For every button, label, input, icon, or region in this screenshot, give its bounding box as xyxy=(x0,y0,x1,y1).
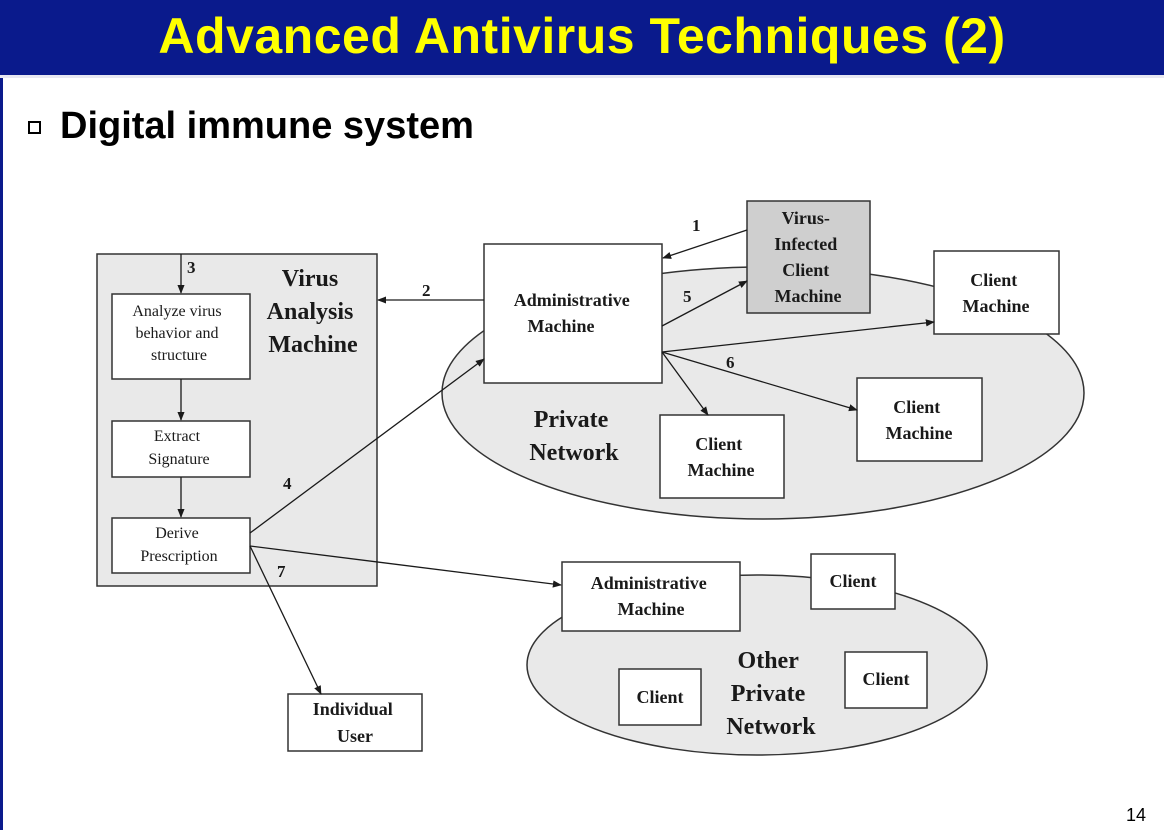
client-machine-label-3: Client Machine xyxy=(688,434,755,480)
arrow-step-6-client-3 xyxy=(661,351,709,416)
other-client-label-1: Client xyxy=(830,571,877,591)
other-client-box-1 xyxy=(810,553,896,610)
other-client-label-2: Client xyxy=(863,669,910,689)
bullet-heading: Digital immune system xyxy=(60,105,474,147)
administrative-machine-box xyxy=(483,243,663,384)
step-label-1: 1 xyxy=(692,216,701,235)
step-label-4: 4 xyxy=(283,474,292,493)
client-machine-box-1 xyxy=(933,250,1060,335)
step-label-3: 3 xyxy=(187,258,196,277)
page-number: 14 xyxy=(1125,805,1146,825)
extract-box xyxy=(111,420,251,478)
other-client-box-3 xyxy=(618,668,702,726)
client-machine-box-3 xyxy=(659,414,785,499)
arrow-step-1 xyxy=(662,229,748,259)
infected-client-machine-box xyxy=(746,200,871,314)
virus-analysis-title: Virus Analysis Machine xyxy=(267,266,360,358)
infected-client-machine-label: Virus- Infected Client Machine xyxy=(774,208,841,306)
left-border xyxy=(0,78,3,830)
client-machine-label-1: Client Machine xyxy=(963,270,1030,316)
derive-box-label: Derive Prescription xyxy=(140,525,217,565)
square-bullet-icon xyxy=(28,121,41,134)
other-administrative-machine-label: Administrative Machine xyxy=(591,573,712,619)
private-network-label: Private Network xyxy=(529,407,619,466)
analyze-box xyxy=(111,293,251,380)
arrow-step-6-client-2 xyxy=(661,351,858,412)
arrow-step-7-other-network xyxy=(249,545,562,588)
other-private-network-label: Other Private Network xyxy=(726,648,816,740)
client-machine-box-2 xyxy=(856,377,983,462)
other-administrative-machine-box xyxy=(561,561,741,632)
arrow-step-4 xyxy=(249,358,485,534)
individual-user-label: Individual User xyxy=(313,699,398,746)
derive-box xyxy=(111,517,251,574)
arrow-step-7-individual-user xyxy=(249,545,322,695)
arrow-step-6-client-1 xyxy=(661,319,935,353)
analyze-box-label: Analyze virus behavior and structure xyxy=(132,303,225,364)
step-label-5: 5 xyxy=(683,287,692,306)
step-label-6: 6 xyxy=(726,353,735,372)
step-label-7: 7 xyxy=(277,562,286,581)
step-label-2: 2 xyxy=(422,281,431,300)
arrow-step-5 xyxy=(661,280,748,327)
slide-title: Advanced Antivirus Techniques (2) xyxy=(158,8,1006,64)
other-client-label-3: Client xyxy=(637,687,684,707)
title-bar: Advanced Antivirus Techniques (2) xyxy=(0,0,1164,78)
extract-box-label: Extract Signature xyxy=(148,428,209,468)
client-machine-label-2: Client Machine xyxy=(886,397,953,443)
administrative-machine-label: Administrative Machine xyxy=(514,290,635,336)
individual-user-box xyxy=(287,693,423,752)
other-client-box-2 xyxy=(844,651,928,709)
